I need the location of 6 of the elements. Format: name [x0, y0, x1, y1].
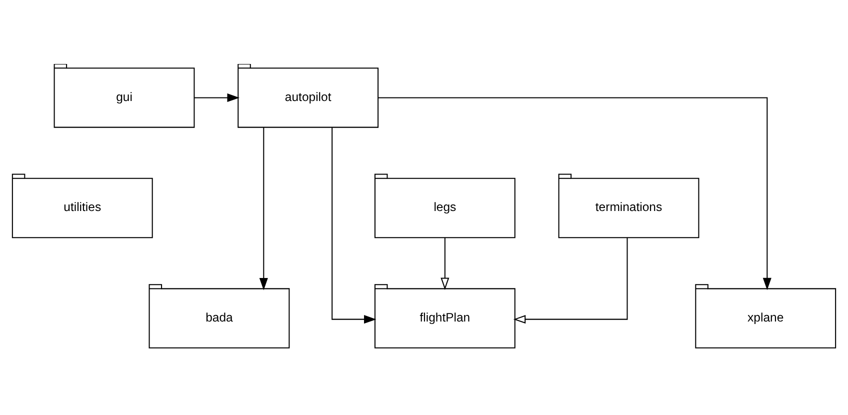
- arrow: [440, 237, 450, 290]
- arrow: [194, 92, 240, 102]
- arrow: [378, 96, 772, 290]
- arrow: [259, 126, 268, 290]
- arrow: [513, 237, 628, 324]
- arrow: [332, 127, 376, 324]
